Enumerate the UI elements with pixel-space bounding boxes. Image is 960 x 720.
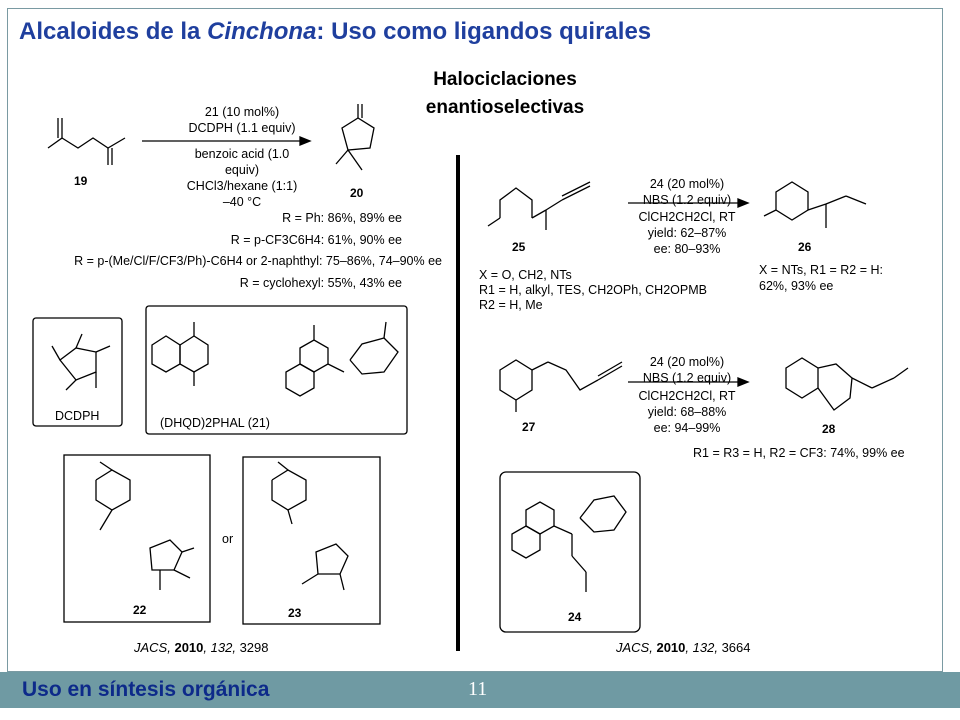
page-number: 11 <box>468 678 488 700</box>
structure-27 <box>499 359 623 412</box>
slide-subtitle: Halociclaciones enantioselectivas <box>425 69 585 118</box>
slide-frame <box>7 8 943 672</box>
structure-ts-22 <box>95 461 195 590</box>
ts-22-label: 22 <box>133 603 147 617</box>
structure-25 <box>487 181 591 230</box>
structure-20 <box>335 104 375 171</box>
slide-title: Alcaloides de la Cinchona: Uso como liga… <box>19 18 652 45</box>
left-reference: JACS, 2010, 132, 3298 <box>134 640 269 655</box>
structure-19 <box>47 118 126 165</box>
compound-19-label: 19 <box>74 174 88 188</box>
reaction3-reagents: 24 (20 mol%) NBS (1.2 equiv) <box>642 355 732 385</box>
result-line-2: R = p-CF3C6H4: 61%, 90% ee <box>230 233 402 247</box>
structure-dcdph <box>51 333 111 391</box>
result-line-1: R = Ph: 86%, 89% ee <box>282 211 402 225</box>
reaction3-conditions: ClCH2CH2Cl, RT yield: 68–88% ee: 94–99% <box>638 389 736 435</box>
compound-28-label: 28 <box>822 422 836 436</box>
compound-25-label: 25 <box>512 240 526 254</box>
footer-bar <box>0 672 960 708</box>
structure-24 <box>511 495 627 592</box>
result-26: X = NTs, R1 = R2 = H: 62%, 93% ee <box>759 263 884 293</box>
catalyst-24-label: 24 <box>568 610 582 624</box>
structure-phthalazine <box>151 322 209 386</box>
structure-ts-23 <box>271 461 349 591</box>
scope-lines: X = O, CH2, NTs R1 = H, alkyl, TES, CH2O… <box>479 268 707 312</box>
compound-20-label: 20 <box>350 186 364 200</box>
reaction1-conditions: benzoic acid (1.0 equiv) CHCl3/hexane (1… <box>186 147 298 209</box>
structure-26 <box>763 181 867 228</box>
result-28: R1 = R3 = H, R2 = CF3: 74%, 99% ee <box>693 446 905 460</box>
vertical-divider <box>456 155 460 651</box>
ts-or-label: or <box>222 532 234 546</box>
right-reference: JACS, 2010, 132, 3664 <box>616 640 751 655</box>
result-line-3: R = p-(Me/Cl/F/CF3/Ph)-C6H4 or 2-naphthy… <box>74 254 442 268</box>
result-line-4: R = cyclohexyl: 55%, 43% ee <box>239 276 402 290</box>
reaction2-reagents: 24 (20 mol%) NBS (1.2 equiv) <box>642 177 732 207</box>
compound-27-label: 27 <box>522 420 536 434</box>
ts-23-label: 23 <box>288 606 302 620</box>
footer-label: Uso en síntesis orgánica <box>22 678 270 701</box>
structure-quinoline-21 <box>285 321 399 397</box>
reaction1-reagents: 21 (10 mol%) DCDPH (1.1 equiv) <box>188 105 296 135</box>
reaction2-conditions: ClCH2CH2Cl, RT yield: 62–87% ee: 80–93% <box>638 210 736 256</box>
structure-28 <box>785 357 909 411</box>
dcdph-label: DCDPH <box>55 409 100 423</box>
compound-26-label: 26 <box>798 240 812 254</box>
ligand-21-label: (DHQD)2PHAL (21) <box>160 416 270 430</box>
